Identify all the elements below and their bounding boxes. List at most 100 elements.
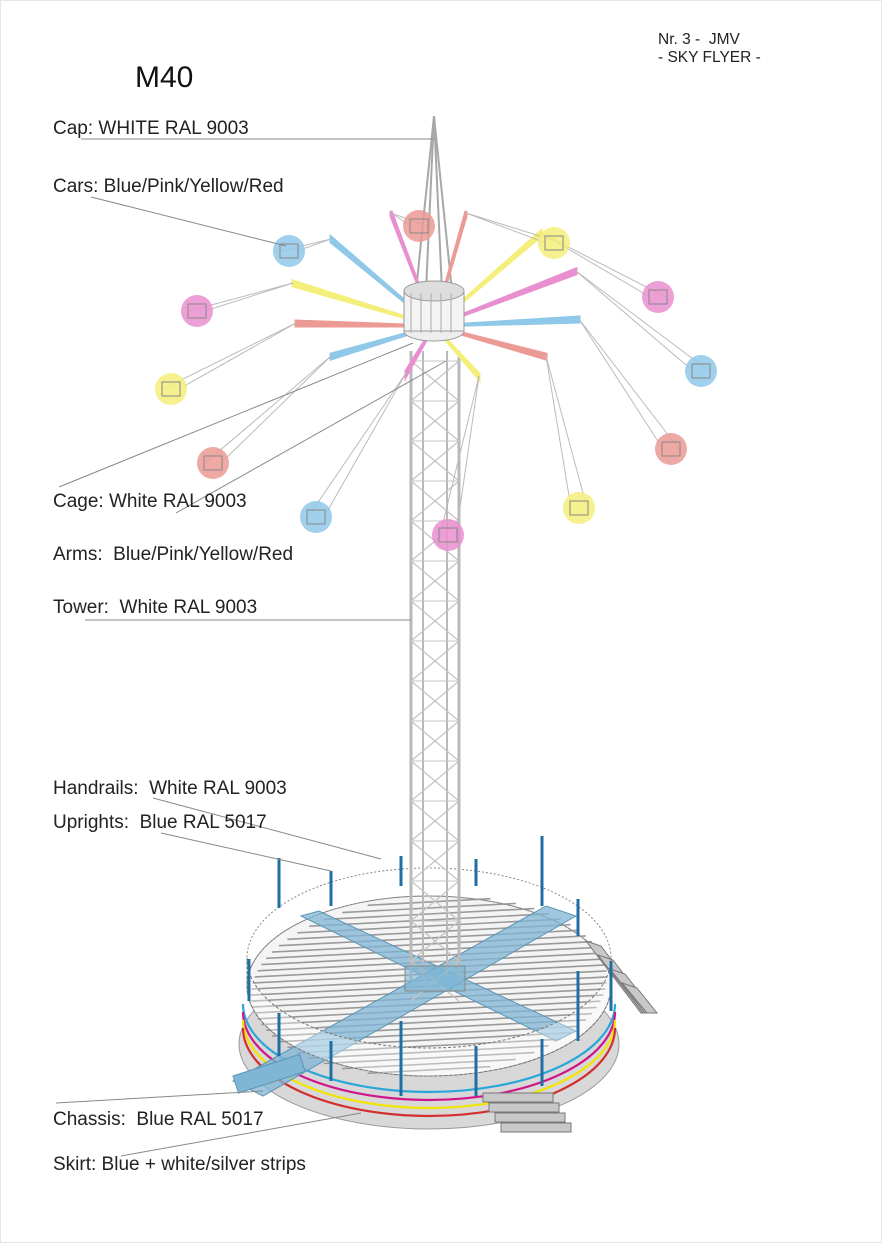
leader-line [120,1112,362,1157]
car-seat [544,235,564,251]
floor-slat [266,940,592,960]
tower-brace [410,360,460,402]
handrail-front [246,957,612,1077]
reference-number: Nr. 3 - JMV [658,31,740,48]
car-yellow [563,492,595,524]
label-skirt: Skirt: Blue + white/silver strips [53,1154,306,1175]
car-cable [575,270,710,372]
car-cable [220,355,332,464]
tower-brace [410,760,460,802]
ride-name: - SKY FLYER - [658,49,761,66]
floor-slat [261,1006,597,1026]
car-seat [438,527,458,543]
car-cable [578,318,664,450]
reference-block: Nr. 3 - JMV - SKY FLYER - [658,31,761,67]
car-red [655,433,687,465]
spire-member [433,115,453,292]
floor-slat [342,1058,516,1070]
car-seat [661,441,681,457]
tower-brace [410,640,460,682]
cars [155,210,717,551]
leader-line [58,342,414,488]
spire-member [433,115,443,292]
car-pink [432,519,464,551]
car-cable [162,322,297,390]
stair-step [494,1112,566,1123]
car-seat [306,509,326,525]
tower-brace [410,800,460,842]
car-red [197,447,229,479]
spire-member [425,115,435,292]
tower-brace [410,480,460,522]
stair-step [500,1122,572,1133]
tower-brace [410,400,460,442]
chassis-outrigger [232,1053,306,1094]
leader-line [152,797,382,860]
tower-brace [410,840,460,882]
car-yellow [538,227,570,259]
leader-line [175,360,447,514]
tower-foot [404,965,466,992]
car-cable [455,375,480,536]
car-cable [465,212,547,244]
leader-line [90,196,287,247]
leader-line [55,1090,264,1104]
car-cable [204,355,332,464]
skirt-strip [241,1011,617,1102]
floor-slat [367,1065,491,1075]
tower-brace [410,720,460,762]
car-red [403,210,435,242]
car-seat [187,303,207,319]
model-title: M40 [135,61,194,94]
floor-slat [323,1051,535,1065]
leader-line [160,832,332,872]
car-cable [204,282,294,312]
car-cable [545,355,588,509]
car-seat [161,381,181,397]
car-cable [575,270,694,372]
stair-step [488,1102,560,1113]
floor-slat [261,946,597,966]
cage-top [403,280,465,302]
floor-slat [342,902,516,914]
car-cable [307,372,407,518]
cables [162,212,710,536]
label-chassis: Chassis: Blue RAL 5017 [53,1109,264,1130]
floor-slat [309,1045,549,1059]
car-seat [279,243,299,259]
car-cable [578,318,680,450]
stair-step [482,1092,554,1103]
stair-step [620,981,659,1014]
car-blue [300,501,332,533]
label-arms: Arms: Blue/Pink/Yellow/Red [53,544,294,565]
label-cage: Cage: White RAL 9003 [53,491,247,512]
floor-slat [257,1000,601,1020]
label-cars: Cars: Blue/Pink/Yellow/Red [53,176,284,197]
car-cable [178,322,297,390]
cap-spire [415,115,453,292]
floor-slat [323,907,535,921]
car-blue [685,355,717,387]
car-seat [648,289,668,305]
car-cable [545,355,572,509]
car-pink [642,281,674,313]
tower-brace [410,560,460,602]
spire-member [415,115,435,292]
car-seat [691,363,711,379]
skirt-strip [241,1003,617,1094]
skirt-strip [241,1019,617,1110]
handrail-back [246,867,612,987]
chassis-beam [231,905,578,1097]
tower-brace [410,600,460,642]
label-cap: Cap: WHITE RAL 9003 [53,118,249,139]
leader-lines [55,138,447,1157]
label-handrails: Handrails: White RAL 9003 [53,778,287,799]
car-yellow [155,373,187,405]
tower-brace [410,920,460,962]
floor-slat [309,913,549,927]
car-seat [203,455,223,471]
car-blue [273,235,305,267]
floor-slat [254,994,604,1014]
